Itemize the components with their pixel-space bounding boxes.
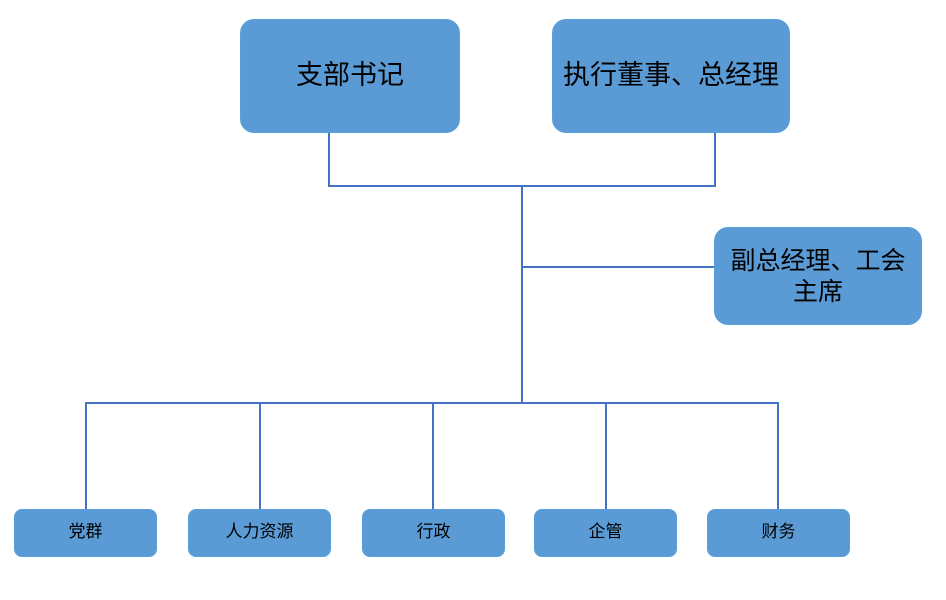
org-node-label: 党群 [68,522,103,543]
org-node-label: 执行董事、总经理 [563,60,779,92]
connector-trunk-main [521,185,523,404]
org-node-label: 人力资源 [225,522,294,543]
org-node-director-gm[interactable]: 执行董事、总经理 [552,19,790,133]
connector-drop-dept-finance [777,402,779,510]
org-node-dept-finance[interactable]: 财务 [707,509,850,557]
org-node-dept-party[interactable]: 党群 [14,509,157,557]
connector-drop-dept-enterprise [605,402,607,510]
org-node-dept-enterprise[interactable]: 企管 [534,509,677,557]
org-node-label: 财务 [761,522,796,543]
connector-drop-dept-party [85,402,87,510]
connector-drop-director-gm [714,133,716,187]
org-node-dept-hr[interactable]: 人力资源 [188,509,331,557]
org-node-party-secretary[interactable]: 支部书记 [240,19,460,133]
org-node-label: 行政 [416,522,451,543]
org-node-label: 支部书记 [296,60,404,92]
org-node-dept-admin[interactable]: 行政 [362,509,505,557]
org-node-label: 副总经理、工会主席 [730,245,906,306]
connector-drop-dept-hr [259,402,261,510]
connector-drop-party-secretary [328,133,330,187]
connector-drop-dept-admin [432,402,434,510]
org-node-label: 企管 [588,522,623,543]
org-node-deputy-gm-union[interactable]: 副总经理、工会主席 [714,227,922,325]
connector-branch-deputy-gm [521,266,714,268]
